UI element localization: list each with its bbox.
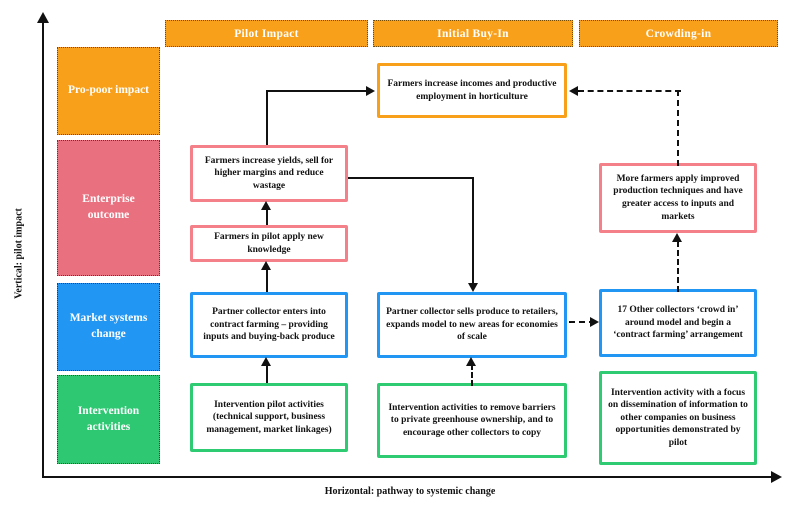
arrowhead-p2-to-p1-icon — [261, 201, 271, 210]
box-intervention-remove-barriers: Intervention activities to remove barrie… — [377, 383, 567, 458]
horizontal-axis-label: Horizontal: pathway to systemic change — [324, 486, 496, 497]
box-intervention-dissemination: Intervention activity with a focus on di… — [599, 371, 757, 465]
arrow-line-p1-up — [266, 90, 268, 145]
dashed-line-b3-to-p3 — [677, 241, 679, 292]
box-farmers-apply-knowledge: Farmers in pilot apply new knowledge — [190, 225, 348, 262]
box-partner-collector-sells-produce: Partner collector sells produce to retai… — [377, 292, 567, 358]
dashed-line-g2-to-b2 — [471, 364, 473, 386]
dashed-line-p3-up — [677, 90, 679, 166]
vertical-axis-line — [42, 22, 44, 477]
horizontal-axis-arrowhead-icon — [771, 471, 782, 483]
box-farmers-increase-incomes: Farmers increase incomes and productive … — [377, 63, 567, 118]
arrowhead-b3-to-p3-icon — [672, 233, 682, 242]
arrowhead-p1-to-b2-icon — [468, 283, 478, 292]
arrow-line-p1-right — [348, 177, 474, 179]
column-header-initial-buy-in: Initial Buy-In — [373, 20, 573, 47]
dashed-line-b2-to-b3 — [569, 321, 595, 323]
box-farmers-increase-yields: Farmers increase yields, sell for higher… — [190, 145, 348, 202]
arrowhead-b2-to-b3-icon — [590, 317, 599, 327]
column-header-crowding-in: Crowding-in — [579, 20, 778, 47]
row-label-market-systems-change: Market systems change — [57, 283, 160, 371]
row-label-enterprise-outcome: Enterprise outcome — [57, 140, 160, 276]
arrowhead-g1-to-b1-icon — [261, 357, 271, 366]
arrowhead-p1-to-o1-icon — [366, 86, 375, 96]
box-more-farmers-apply-techniques: More farmers apply improved production t… — [599, 163, 757, 233]
vertical-axis-label: Vertical: pilot impact — [13, 208, 25, 299]
box-partner-collector-contract-farming: Partner collector enters into contract f… — [190, 292, 348, 358]
row-label-pro-poor-impact: Pro-poor impact — [57, 47, 160, 135]
arrowhead-p3-to-o1-icon — [569, 86, 578, 96]
arrowhead-b1-to-p2-icon — [261, 261, 271, 270]
arrow-line-p1-to-b2 — [472, 177, 474, 284]
arrow-line-p2-to-p1 — [266, 208, 268, 225]
dashed-line-p3-to-o1 — [578, 90, 681, 92]
arrowhead-g2-to-b2-icon — [466, 357, 476, 366]
arrow-line-b1-to-p2 — [266, 268, 268, 292]
box-intervention-pilot-activities: Intervention pilot activities (technical… — [190, 383, 348, 452]
horizontal-axis-line — [42, 476, 774, 478]
column-header-pilot-impact: Pilot Impact — [165, 20, 368, 47]
box-other-collectors-crowd-in: 17 Other collectors ‘crowd in’ around mo… — [599, 289, 757, 357]
arrow-line-p1-to-o1 — [266, 90, 366, 92]
arrow-line-g1-to-b1 — [266, 364, 268, 383]
vertical-axis-arrowhead-icon — [37, 12, 49, 23]
row-label-intervention-activities: Intervention activities — [57, 375, 160, 464]
